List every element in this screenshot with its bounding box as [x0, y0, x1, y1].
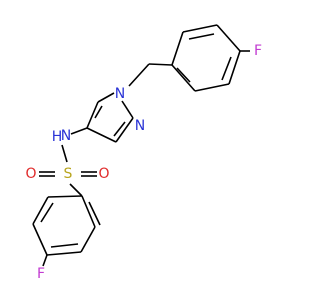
- chemical-structure-diagram: N N N H S O O F F: [25, 24, 262, 282]
- bond: [128, 63, 150, 87]
- bond: [115, 117, 134, 143]
- amine-hydrogen-label: H: [52, 129, 63, 145]
- bond: [171, 64, 196, 92]
- bond: [81, 195, 96, 228]
- bond: [216, 24, 241, 52]
- amine-nitrogen-label: N: [61, 128, 71, 144]
- bond: [42, 254, 48, 267]
- bond: [221, 56, 232, 81]
- bond: [97, 92, 115, 103]
- sulfur-label: S: [64, 166, 73, 182]
- bond: [88, 201, 101, 226]
- bond: [50, 243, 79, 248]
- fluorine-label-bottom: F: [37, 266, 45, 282]
- bond: [194, 83, 230, 92]
- bonds: [32, 24, 250, 267]
- bond: [32, 196, 49, 225]
- bond: [80, 226, 96, 253]
- bond: [86, 127, 117, 143]
- bond: [228, 50, 241, 85]
- oxygen-label-right: O: [98, 166, 109, 182]
- bond: [121, 100, 134, 119]
- bond: [47, 195, 83, 198]
- oxygen-label-left: O: [25, 166, 36, 182]
- bond: [188, 33, 215, 40]
- bond: [86, 101, 99, 129]
- fluorine-label-top: F: [254, 43, 262, 59]
- bond: [69, 183, 83, 197]
- atom-labels: N N N H S O O F F: [25, 43, 262, 282]
- bond: [176, 67, 191, 83]
- bond: [32, 223, 48, 256]
- bond: [61, 144, 68, 163]
- bond: [40, 202, 54, 223]
- bond: [94, 105, 103, 119]
- pyrazole-nitrogen-label: N: [135, 118, 145, 134]
- bond: [113, 121, 126, 137]
- bond: [171, 31, 184, 66]
- bond: [70, 127, 88, 135]
- bond: [182, 24, 218, 33]
- pyrazole-nitrogen-label: N: [115, 86, 125, 102]
- bond: [148, 63, 173, 66]
- bond: [46, 251, 82, 256]
